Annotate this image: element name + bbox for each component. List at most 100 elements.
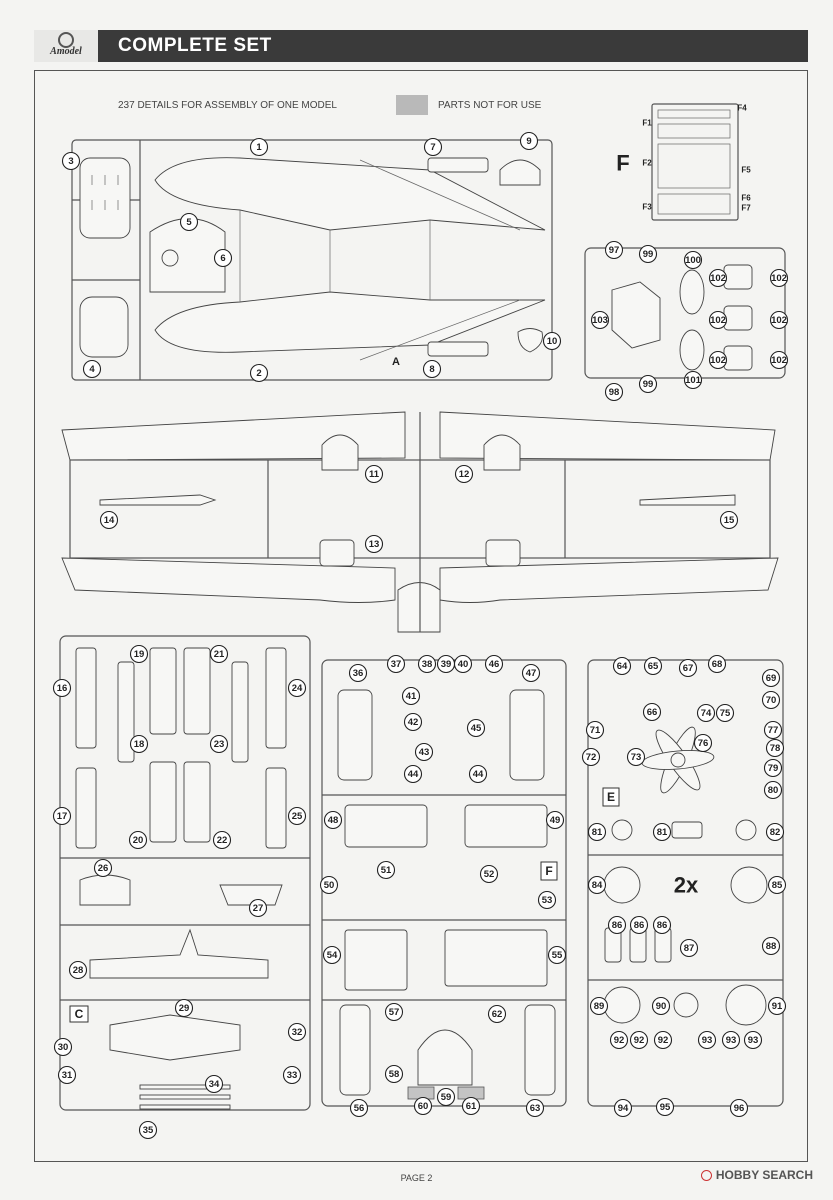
callout-number: 53 — [542, 895, 553, 906]
callout-number: 2 — [256, 368, 261, 379]
part-callout-86: 86 — [607, 915, 627, 935]
part-callout-39: 39 — [436, 654, 456, 674]
sprue-e: E 2x — [587, 659, 784, 1107]
callout-number: 12 — [459, 469, 470, 480]
callout-number: 93 — [726, 1035, 737, 1046]
callout-circle — [708, 268, 728, 288]
watermark-logo-icon — [700, 1169, 712, 1181]
part-callout-78: 78 — [765, 738, 785, 758]
callout-circle — [769, 268, 789, 288]
part-callout-70: 70 — [761, 690, 781, 710]
callout-number: 46 — [489, 659, 500, 670]
callout-circle — [761, 690, 781, 710]
callout-circle — [364, 464, 384, 484]
callout-circle — [287, 806, 307, 826]
callout-number: 87 — [684, 943, 695, 954]
callout-circle — [68, 960, 88, 980]
callout-number: 86 — [634, 920, 645, 931]
callout-number: 3 — [68, 156, 73, 167]
callout-circle — [721, 1030, 741, 1050]
callout-number: 92 — [658, 1035, 669, 1046]
part-callout-58: 58 — [384, 1064, 404, 1084]
part-callout-102: 102 — [708, 350, 728, 370]
callout-number: 25 — [292, 811, 303, 822]
part-callout-24: 24 — [287, 678, 307, 698]
part-callout-44: 44 — [403, 764, 423, 784]
part-callout-79: 79 — [763, 758, 783, 778]
part-callout-54: 54 — [322, 945, 342, 965]
callout-circle — [52, 678, 72, 698]
part-callout-29: 29 — [174, 998, 194, 1018]
part-callout-72: 72 — [581, 747, 601, 767]
part-callout-93: 93 — [697, 1030, 717, 1050]
part-callout-91: 91 — [767, 996, 787, 1016]
part-callout-31: 31 — [57, 1065, 77, 1085]
pe-label-f3: F3 — [642, 203, 652, 212]
callout-number: 19 — [134, 649, 145, 660]
callout-circle — [417, 654, 437, 674]
callout-circle — [765, 822, 785, 842]
part-callout-15: 15 — [719, 510, 739, 530]
part-callout-14: 14 — [99, 510, 119, 530]
callout-number: 60 — [418, 1101, 429, 1112]
watermark-text: HOBBY SEARCH — [715, 1168, 813, 1182]
part-callout-13: 13 — [364, 534, 384, 554]
callout-circle — [282, 1065, 302, 1085]
callout-number: 86 — [657, 920, 668, 931]
callout-circle — [212, 830, 232, 850]
part-callout-45: 45 — [466, 718, 486, 738]
callout-number: 49 — [550, 815, 561, 826]
callout-number: 29 — [179, 1003, 190, 1014]
callout-circle — [652, 915, 672, 935]
callout-circle — [763, 758, 783, 778]
part-callout-98: 98 — [604, 382, 624, 402]
part-callout-102: 102 — [769, 310, 789, 330]
callout-number: 13 — [369, 539, 380, 550]
part-callout-17: 17 — [52, 806, 72, 826]
callout-circle — [769, 350, 789, 370]
callout-circle — [761, 668, 781, 688]
part-callout-102: 102 — [769, 350, 789, 370]
callout-circle — [589, 996, 609, 1016]
callout-number: 58 — [389, 1069, 400, 1080]
callout-number: 93 — [748, 1035, 759, 1046]
callout-circle — [638, 244, 658, 264]
part-callout-34: 34 — [204, 1074, 224, 1094]
callout-number: 56 — [354, 1103, 365, 1114]
part-callout-37: 37 — [386, 654, 406, 674]
part-callout-84: 84 — [587, 875, 607, 895]
callout-number: 69 — [766, 673, 777, 684]
callout-number: 44 — [408, 769, 419, 780]
callout-circle — [61, 151, 81, 171]
callout-circle — [209, 734, 229, 754]
part-callout-66: 66 — [642, 702, 662, 722]
callout-number: 93 — [702, 1035, 713, 1046]
part-callout-71: 71 — [585, 720, 605, 740]
part-callout-75: 75 — [715, 703, 735, 723]
part-callout-97: 97 — [604, 240, 624, 260]
part-callout-59: 59 — [436, 1087, 456, 1107]
callout-circle — [763, 780, 783, 800]
part-callout-33: 33 — [282, 1065, 302, 1085]
callout-circle — [545, 810, 565, 830]
callout-number: 81 — [592, 827, 603, 838]
part-callout-41: 41 — [401, 686, 421, 706]
callout-circle — [413, 1096, 433, 1116]
callout-circle — [729, 1098, 749, 1118]
callout-circle — [525, 1098, 545, 1118]
part-callout-21: 21 — [209, 644, 229, 664]
callout-number: 54 — [327, 950, 338, 961]
sprue-letter-c: C — [75, 1007, 84, 1021]
callout-circle — [468, 764, 488, 784]
part-callout-74: 74 — [696, 703, 716, 723]
callout-number: 65 — [648, 661, 659, 672]
callout-number: 50 — [324, 880, 335, 891]
part-callout-46: 46 — [484, 654, 504, 674]
part-callout-93: 93 — [721, 1030, 741, 1050]
part-callout-40: 40 — [453, 654, 473, 674]
part-callout-12: 12 — [454, 464, 474, 484]
part-callout-10: 10 — [542, 331, 562, 351]
callout-number: 47 — [526, 668, 537, 679]
callout-number: 99 — [643, 249, 654, 260]
callout-number: 28 — [73, 965, 84, 976]
